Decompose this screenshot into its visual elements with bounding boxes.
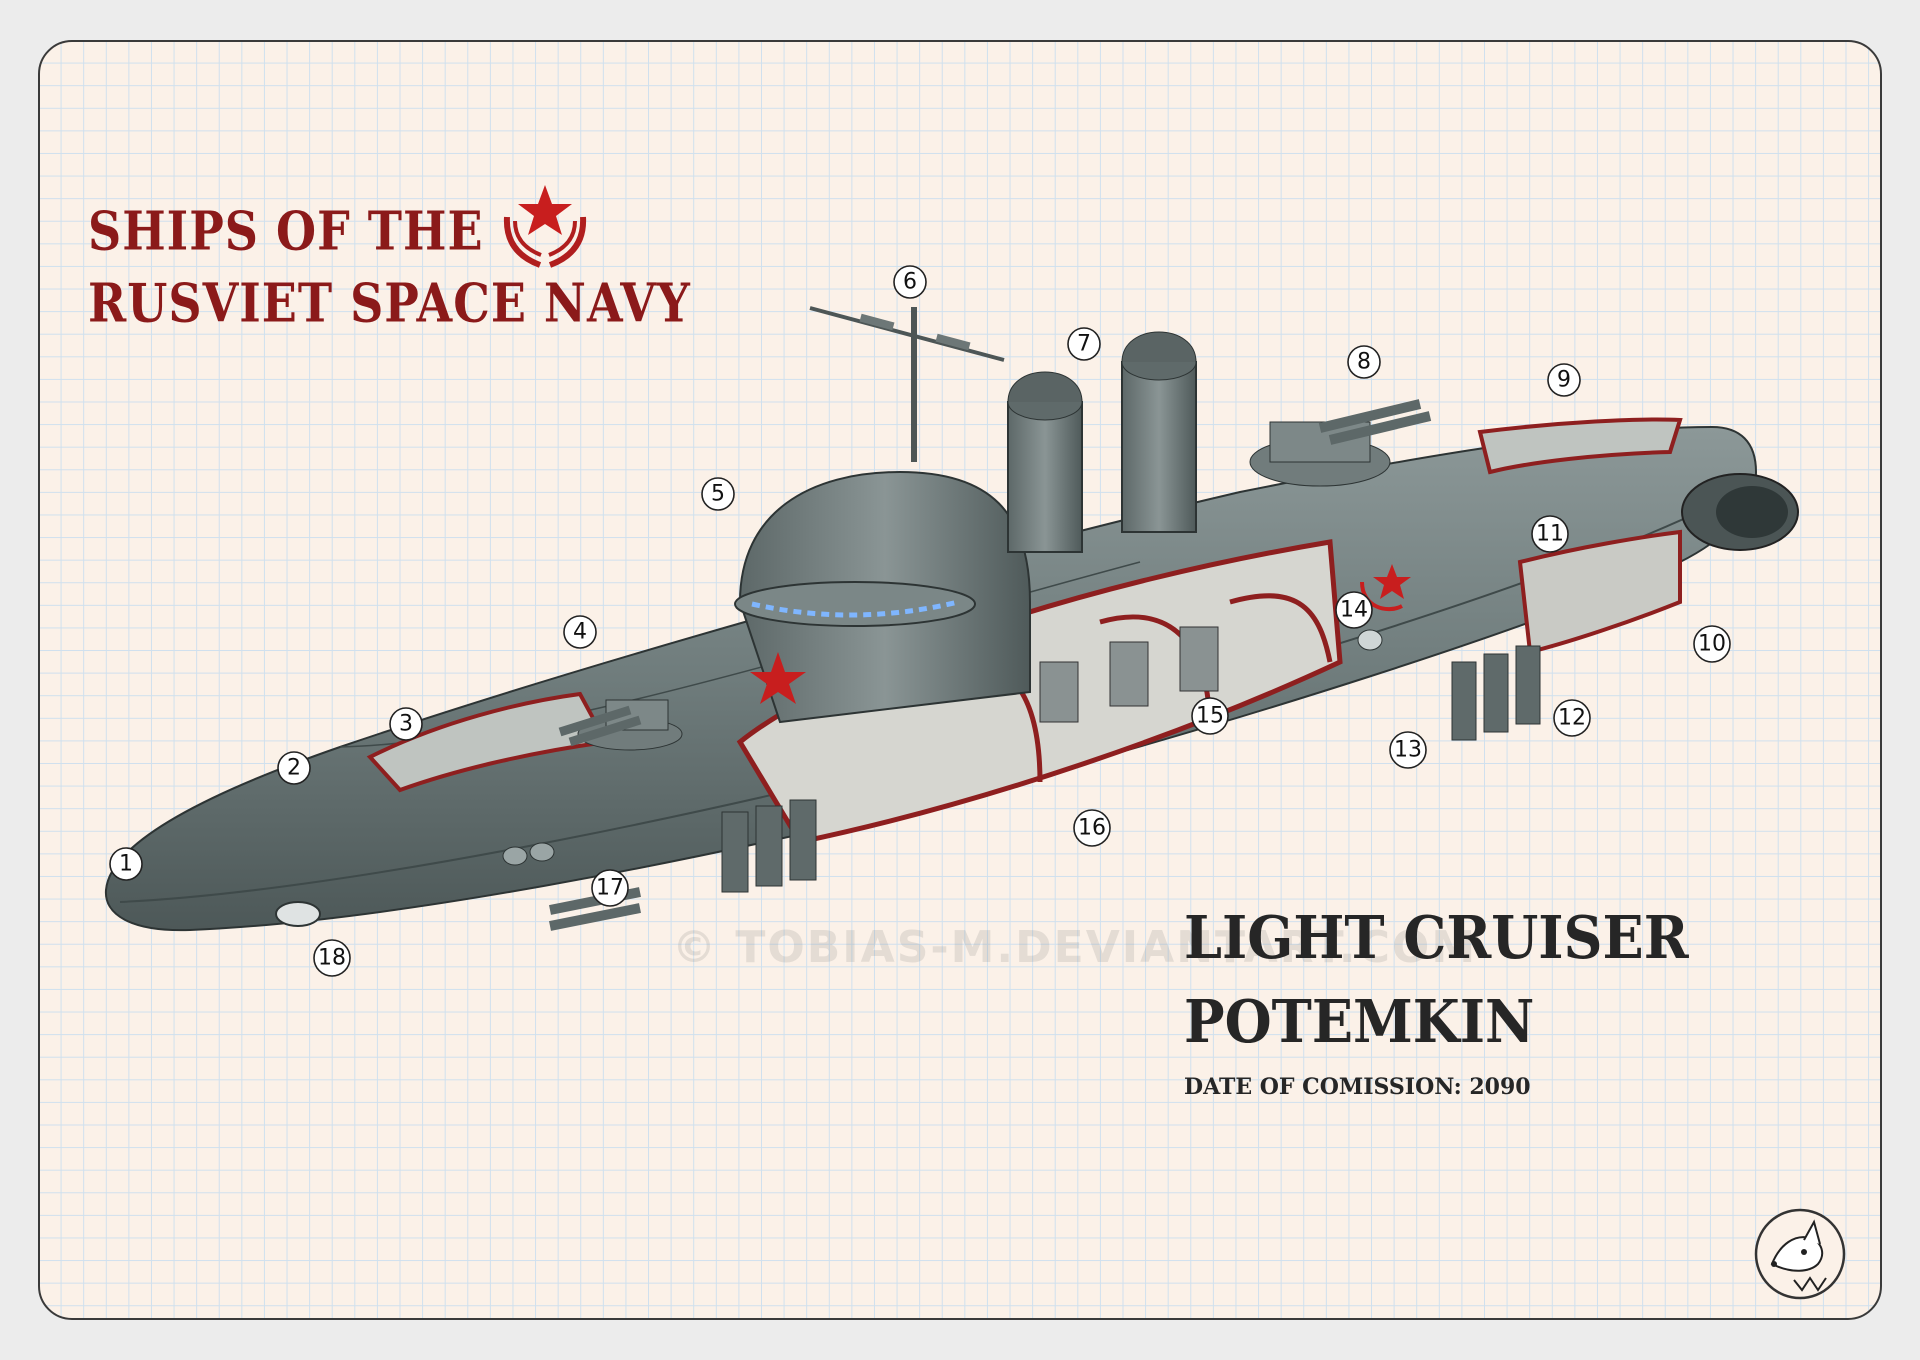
svg-text:9: 9 bbox=[1557, 368, 1571, 393]
red-star-laurel-emblem-icon bbox=[503, 185, 587, 268]
callout-13: 13 bbox=[1389, 731, 1427, 769]
copyright-watermark: © TOBIAS-M.DEVIANTART.COM bbox=[672, 922, 1478, 973]
svg-text:8: 8 bbox=[1357, 350, 1371, 375]
svg-text:3: 3 bbox=[399, 712, 413, 737]
callout-5: 5 bbox=[701, 477, 735, 511]
forward-turret bbox=[558, 699, 683, 751]
svg-text:7: 7 bbox=[1077, 332, 1091, 357]
svg-text:14: 14 bbox=[1340, 598, 1368, 623]
cruiser-illustration: 1 2 3 4 5 6 7 8 9 10 11 12 13 14 15 16 1… bbox=[104, 185, 1846, 1300]
antenna-mast bbox=[809, 306, 1005, 462]
svg-text:12: 12 bbox=[1558, 706, 1586, 731]
series-title-line2: RUSVIET SPACE NAVY bbox=[88, 272, 691, 335]
svg-text:13: 13 bbox=[1394, 738, 1422, 763]
svg-text:15: 15 bbox=[1196, 704, 1224, 729]
svg-text:1: 1 bbox=[119, 852, 133, 877]
callout-4: 4 bbox=[563, 615, 597, 649]
blueprint-sheet: SHIPS OF THE RUSVIET SPACE NAVY bbox=[38, 40, 1882, 1320]
ship-name-title: POTEMKIN bbox=[1184, 986, 1535, 1057]
svg-text:4: 4 bbox=[573, 620, 587, 645]
callout-12: 12 bbox=[1553, 699, 1591, 737]
svg-text:16: 16 bbox=[1078, 816, 1106, 841]
bridge-dome bbox=[734, 470, 1031, 724]
hull-red-star-emblem bbox=[1360, 564, 1411, 612]
callout-15: 15 bbox=[1191, 697, 1229, 735]
callout-8: 8 bbox=[1347, 345, 1381, 379]
svg-text:6: 6 bbox=[903, 270, 917, 295]
callout-7: 7 bbox=[1067, 327, 1101, 361]
callout-3: 3 bbox=[389, 707, 423, 741]
ship-class-title: LIGHT CRUISER bbox=[1184, 902, 1689, 973]
engine-nozzle bbox=[1681, 473, 1799, 551]
stern-hangar-cutaway bbox=[1477, 417, 1683, 475]
callout-1: 1 bbox=[109, 847, 143, 881]
svg-text:10: 10 bbox=[1698, 632, 1726, 657]
callout-14: 14 bbox=[1335, 591, 1373, 629]
callout-17: 17 bbox=[591, 869, 629, 907]
callout-2: 2 bbox=[277, 751, 311, 785]
svg-text:11: 11 bbox=[1536, 522, 1564, 547]
callout-10: 10 bbox=[1693, 625, 1731, 663]
callout-11: 11 bbox=[1531, 515, 1569, 553]
series-title-line1: SHIPS OF THE bbox=[88, 200, 484, 263]
side-gun-batteries bbox=[549, 645, 1541, 931]
callout-6: 6 bbox=[893, 265, 927, 299]
svg-text:18: 18 bbox=[318, 946, 346, 971]
main-gun-turret bbox=[1249, 399, 1432, 487]
svg-text:5: 5 bbox=[711, 482, 725, 507]
callout-16: 16 bbox=[1073, 809, 1111, 847]
callout-18: 18 bbox=[313, 939, 351, 977]
artist-fox-signature-logo-icon bbox=[1754, 1208, 1846, 1300]
svg-text:17: 17 bbox=[596, 876, 624, 901]
funnels bbox=[1007, 331, 1197, 553]
svg-text:2: 2 bbox=[287, 756, 301, 781]
callout-9: 9 bbox=[1547, 363, 1581, 397]
commission-date: DATE OF COMISSION: 2090 bbox=[1184, 1074, 1531, 1100]
